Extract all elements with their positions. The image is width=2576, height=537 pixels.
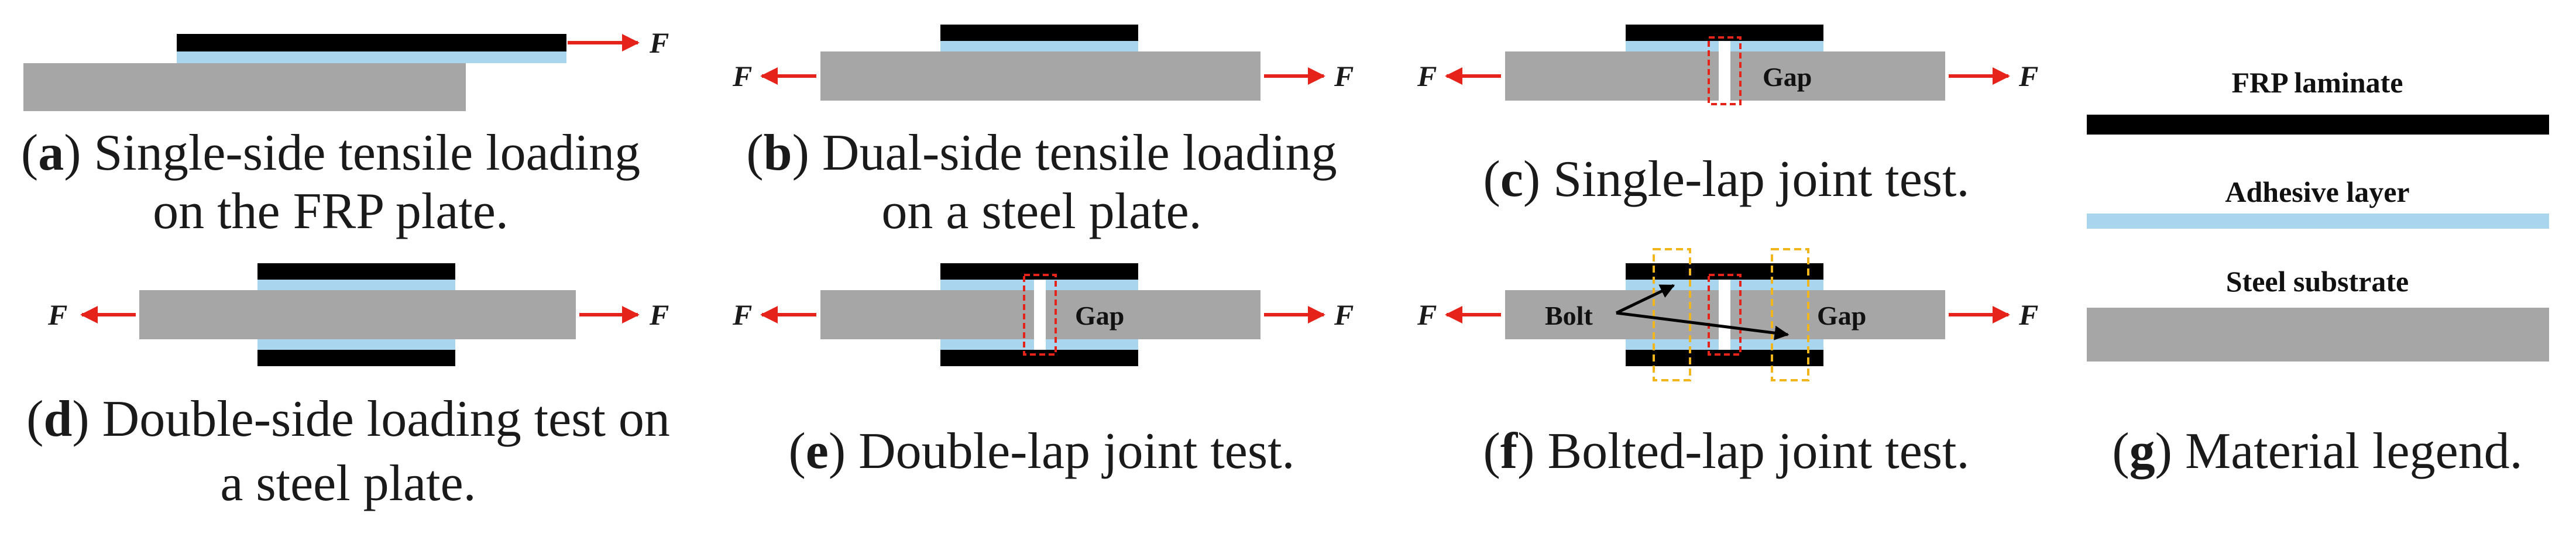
panel-f: Bolt Gap F F (f) Bolted-lap joint test.: [1417, 248, 2038, 480]
steel-plate: [820, 51, 1260, 101]
caption-g-line1: (g) Material legend.: [2112, 423, 2522, 480]
force-label-right: F: [1334, 60, 1354, 92]
force-label-left: F: [732, 298, 752, 331]
bolt-left-box: [1653, 248, 1691, 381]
caption-d-line2: a steel plate.: [220, 455, 476, 512]
gap-label: Gap: [1763, 62, 1812, 92]
bolt-label: Bolt: [1545, 301, 1593, 331]
panel-b: F F (b) Dual-side tensile loading on a s…: [732, 25, 1354, 240]
caption-b-line1: (b) Dual-side tensile loading: [746, 125, 1337, 181]
adhesive-layer: [177, 51, 566, 63]
panel-d: F F (d) Double-side loading test on a st…: [26, 263, 670, 512]
panel-a: F (a) Single-side tensile loading on the…: [21, 26, 669, 240]
gap-label: Gap: [1817, 301, 1866, 331]
frp-plate-bottom: [1626, 350, 1823, 366]
caption-e-line1: (e) Double-lap joint test.: [788, 423, 1294, 480]
legend-label-adhesive: Adhesive layer: [2225, 175, 2409, 208]
force-label-right: F: [649, 298, 669, 331]
bolt-pointer-arrow-left: [1615, 284, 1675, 315]
gap-slot: [1719, 41, 1730, 101]
frp-plate: [940, 25, 1138, 41]
bolt-right-box: [1771, 248, 1809, 381]
frp-plate-top: [257, 263, 455, 280]
panel-c: Gap F F (c) Single-lap joint test.: [1417, 25, 2038, 208]
adhesive-layer-top: [257, 280, 455, 290]
panel-e: Gap F F (e) Double-lap joint test.: [732, 263, 1354, 480]
caption-d-line1: (d) Double-side loading test on: [26, 391, 670, 448]
legend-swatch-adhesive: [2087, 214, 2549, 229]
gap-slot: [1034, 280, 1046, 350]
legend-swatch-steel: [2087, 308, 2549, 362]
force-label-left: F: [1417, 298, 1437, 331]
legend-swatch-frp: [2087, 115, 2549, 135]
caption-c-line1: (c) Single-lap joint test.: [1483, 151, 1970, 208]
caption-a-line2: on the FRP plate.: [153, 183, 509, 240]
force-label-right: F: [2018, 298, 2038, 331]
force-label-right: F: [1334, 298, 1354, 331]
adhesive-layer: [940, 41, 1138, 51]
force-label-left: F: [1417, 60, 1437, 92]
gap-highlight-box: [1023, 274, 1057, 356]
frp-plate-bottom: [940, 350, 1138, 366]
caption-b-line2: on a steel plate.: [881, 183, 1201, 240]
panel-g-legend: FRP laminate Adhesive layer Steel substr…: [2087, 66, 2549, 480]
legend-label-frp: FRP laminate: [2231, 66, 2403, 99]
frp-plate-top: [940, 263, 1138, 280]
gap-highlight-box: [1708, 274, 1742, 356]
adhesive-layer-bottom: [257, 339, 455, 350]
steel-plate: [23, 63, 466, 111]
frp-plate-bottom: [257, 350, 455, 366]
force-label-left: F: [47, 298, 67, 331]
caption-a-line1: (a) Single-side tensile loading: [21, 125, 640, 181]
gap-label: Gap: [1075, 301, 1124, 331]
force-label-left: F: [732, 60, 752, 92]
frp-plate: [1626, 25, 1823, 41]
gap-slot: [1719, 280, 1730, 350]
steel-plate: [139, 290, 576, 339]
caption-f-line1: (f) Bolted-lap joint test.: [1483, 423, 1970, 480]
legend-label-steel: Steel substrate: [2226, 265, 2409, 298]
gap-highlight-box: [1708, 36, 1742, 105]
force-label-right: F: [2018, 60, 2038, 92]
frp-plate-top: [1626, 263, 1823, 280]
force-label-right: F: [649, 26, 669, 59]
frp-plate: [177, 34, 566, 51]
bolt-pointer-arrow-right: [1616, 311, 1790, 340]
